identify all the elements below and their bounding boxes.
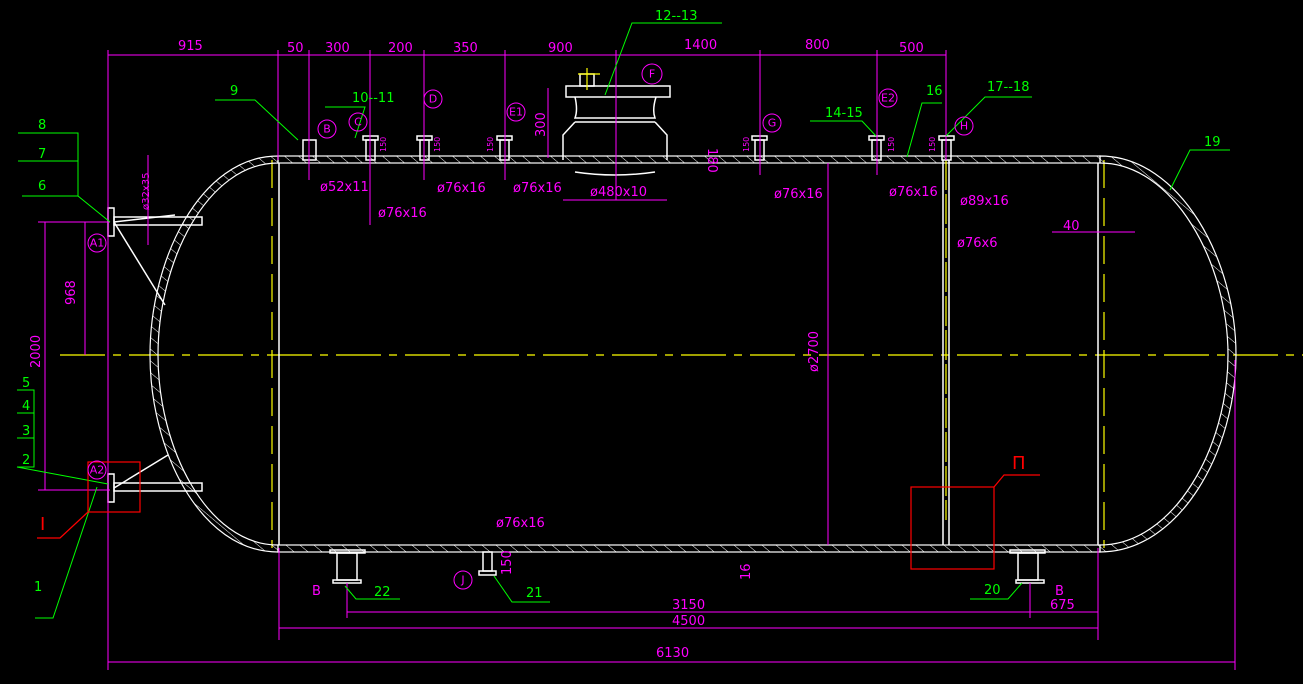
supports: [329, 549, 1046, 584]
part-label-20: 20: [984, 583, 1001, 598]
part-label-7: 7: [38, 147, 46, 162]
part-label-12-13: 12--13: [655, 9, 697, 24]
detail-mark-i: I: [40, 514, 45, 535]
dim-675: 675: [1050, 598, 1075, 613]
size-f: ø480x10: [590, 185, 647, 200]
part-label-8: 8: [38, 118, 46, 133]
nozzle-mark-c: C: [354, 116, 362, 129]
nozzle-mark-j: J: [460, 574, 464, 587]
dim-shell-diameter: ø2700: [807, 331, 822, 372]
part-label-9: 9: [230, 84, 238, 99]
dim-200: 200: [388, 41, 413, 56]
nozzle-mark-d: D: [429, 93, 437, 106]
dim-nozzle-g-150: 150: [742, 137, 751, 152]
part-label-10-11: 10--11: [352, 91, 394, 106]
size-c: ø76x16: [378, 206, 427, 221]
dim-900: 900: [548, 41, 573, 56]
manhole-f: [562, 68, 671, 176]
nozzle-mark-e2: E2: [881, 92, 895, 105]
section-mark-right: B: [1055, 584, 1064, 599]
leader-lines: [16, 22, 1230, 619]
dim-6130: 6130: [656, 646, 689, 661]
size-b: ø52x11: [320, 180, 369, 195]
dim-nozzle-c-150: 150: [379, 137, 388, 152]
dim-manhole-180: 180: [704, 148, 719, 173]
part-label-2: 2: [22, 453, 30, 468]
dim-nozzle-h-150: 150: [928, 137, 937, 152]
nozzle-mark-g: G: [768, 117, 777, 130]
detail-mark-p: П: [1012, 453, 1026, 474]
dim-350: 350: [453, 41, 478, 56]
dim-3150: 3150: [672, 598, 705, 613]
dim-300: 300: [325, 41, 350, 56]
nozzle-mark-a2: A2: [90, 464, 105, 477]
dim-4500: 4500: [672, 614, 705, 629]
dim-915: 915: [178, 39, 203, 54]
vessel-shell: [149, 155, 1237, 553]
dimension-lines: [38, 50, 1236, 670]
part-label-1: 1: [34, 580, 42, 595]
dim-nozzle-e1-150: 150: [486, 137, 495, 152]
dim-50: 50: [287, 41, 304, 56]
part-label-17-18: 17--18: [987, 80, 1029, 95]
dim-nozzle-d-150: 150: [433, 137, 442, 152]
nozzle-mark-b: B: [323, 123, 331, 136]
size-j: ø76x16: [496, 516, 545, 531]
size-g: ø76x16: [774, 187, 823, 202]
dim-500: 500: [899, 41, 924, 56]
part-label-16: 16: [926, 84, 943, 99]
nozzle-mark-e1: E1: [509, 106, 523, 119]
nozzle-mark-f: F: [649, 68, 655, 81]
part-label-19: 19: [1204, 135, 1221, 150]
size-e1: ø76x16: [513, 181, 562, 196]
nozzle-mark-a1: A1: [90, 237, 105, 250]
dim-1400: 1400: [684, 38, 717, 53]
size-d: ø76x16: [437, 181, 486, 196]
section-mark-left: B: [312, 584, 321, 599]
nozzle-a1: [107, 207, 203, 306]
part-label-6: 6: [38, 179, 46, 194]
size-a: ø32x35: [141, 173, 152, 211]
part-label-14-15: 14-15: [825, 106, 863, 121]
part-label-5: 5: [22, 376, 30, 391]
nozzle-marks: [87, 63, 974, 590]
dim-2000: 2000: [29, 335, 44, 368]
part-label-4: 4: [22, 399, 30, 414]
part-label-21: 21: [526, 586, 543, 601]
dim-800: 800: [805, 38, 830, 53]
part-label-3: 3: [22, 424, 30, 439]
size-e2: ø76x16: [889, 185, 938, 200]
size-h-outer: ø89x16: [960, 194, 1009, 209]
right-head: [1099, 155, 1237, 553]
dim-nozzle-e2-150: 150: [887, 137, 896, 152]
centerlines: [60, 160, 1303, 548]
dim-nozzle-j-150: 150: [500, 550, 515, 575]
dim-shell-thickness: 16: [739, 563, 754, 580]
size-h-inner: ø76x6: [957, 236, 997, 251]
dim-40: 40: [1063, 219, 1080, 234]
dim-manhole-300: 300: [534, 112, 549, 137]
left-head: [149, 155, 279, 553]
dim-968: 968: [64, 280, 79, 305]
nozzle-mark-h: H: [960, 120, 968, 133]
part-label-22: 22: [374, 585, 391, 600]
